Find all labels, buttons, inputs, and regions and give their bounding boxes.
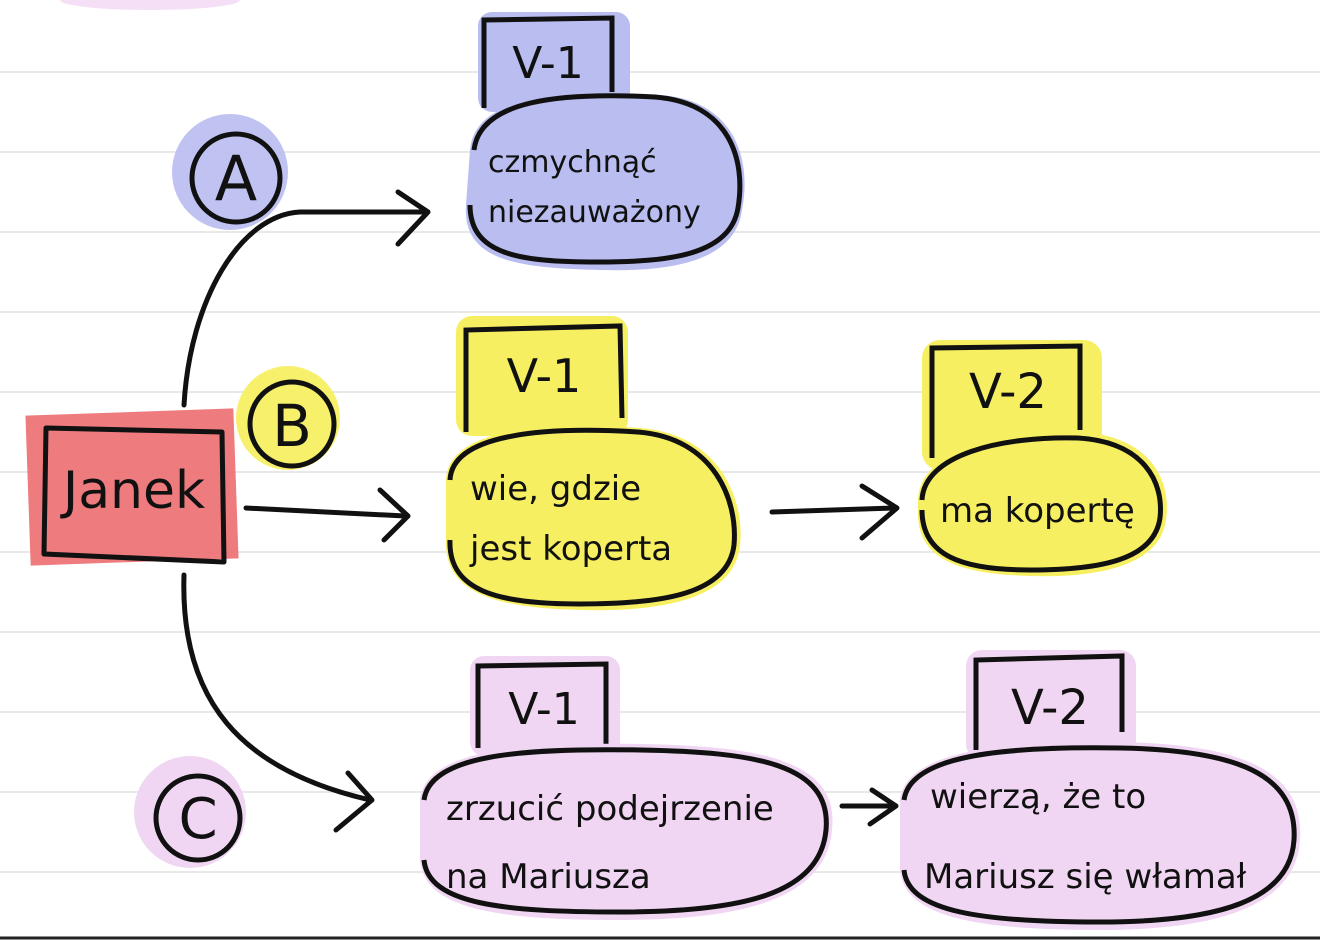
arrowhead-b [377, 487, 411, 543]
option-c-v2-text-line2: Mariusz się włamał [924, 857, 1247, 897]
option-a-v1-tag-label: V-1 [512, 38, 583, 89]
arrowhead-a [395, 189, 431, 247]
option-a-v1-bubble: czmychnąć niezauważony [465, 93, 745, 271]
option-b-v1-bubble: wie, gdzie jest koperta [445, 425, 741, 611]
connector-b [243, 505, 408, 519]
root-node: Janek [25, 408, 239, 566]
option-c-v2-tag-label: V-2 [1011, 680, 1089, 736]
option-b-v1-tag: V-1 [456, 316, 628, 436]
option-c-v1-text-line2: na Mariusza [446, 857, 651, 897]
root-label: Janek [60, 461, 205, 521]
option-b-v1-text-line1: wie, gdzie [470, 469, 641, 509]
option-b-v1-tag-label: V-1 [507, 349, 582, 403]
connector-a [181, 209, 428, 408]
connector-b1-b2 [769, 505, 898, 515]
option-c: C V-1 zrzucić podejrzenie na Mariusza V-… [134, 650, 1301, 930]
option-b-letter: B [272, 392, 312, 460]
option-a-v1-text-line2: niezauważony [488, 195, 701, 230]
option-c-v2-tag: V-2 [966, 650, 1136, 760]
option-b-v2-text-line1: ma kopertę [940, 491, 1135, 531]
option-c-letter: C [178, 787, 217, 852]
connectors [181, 189, 900, 833]
option-b-v2-tag-label: V-2 [969, 364, 1047, 420]
arrowhead-c [333, 770, 375, 833]
option-c-v2-text-line1: wierzą, że to [930, 777, 1146, 817]
option-b-v1-text-line2: jest koperta [469, 529, 672, 569]
option-b: B V-1 wie, gdzie jest koperta V-2 ma kop… [236, 316, 1167, 611]
option-c-v1-tag: V-1 [470, 656, 620, 756]
option-a-v1-tag: V-1 [478, 12, 630, 112]
option-c-v1-text-line1: zrzucić podejrzenie [446, 789, 774, 829]
pink-smudge [60, 0, 240, 10]
option-a: A V-1 czmychnąć niezauważony [172, 12, 745, 271]
arrowhead-c1-c2 [867, 787, 899, 827]
option-c-v2-bubble: wierzą, że to Mariusz się włamał [900, 741, 1301, 930]
arrowhead-b1-b2 [859, 483, 900, 541]
option-b-v2-bubble: ma kopertę [917, 431, 1167, 577]
option-a-v1-text-line1: czmychnąć [488, 145, 657, 180]
connector-c [181, 572, 373, 803]
option-c-v1-tag-label: V-1 [508, 684, 579, 735]
option-a-letter: A [215, 142, 257, 215]
option-c-v1-bubble: zrzucić podejrzenie na Mariusza [420, 743, 833, 920]
